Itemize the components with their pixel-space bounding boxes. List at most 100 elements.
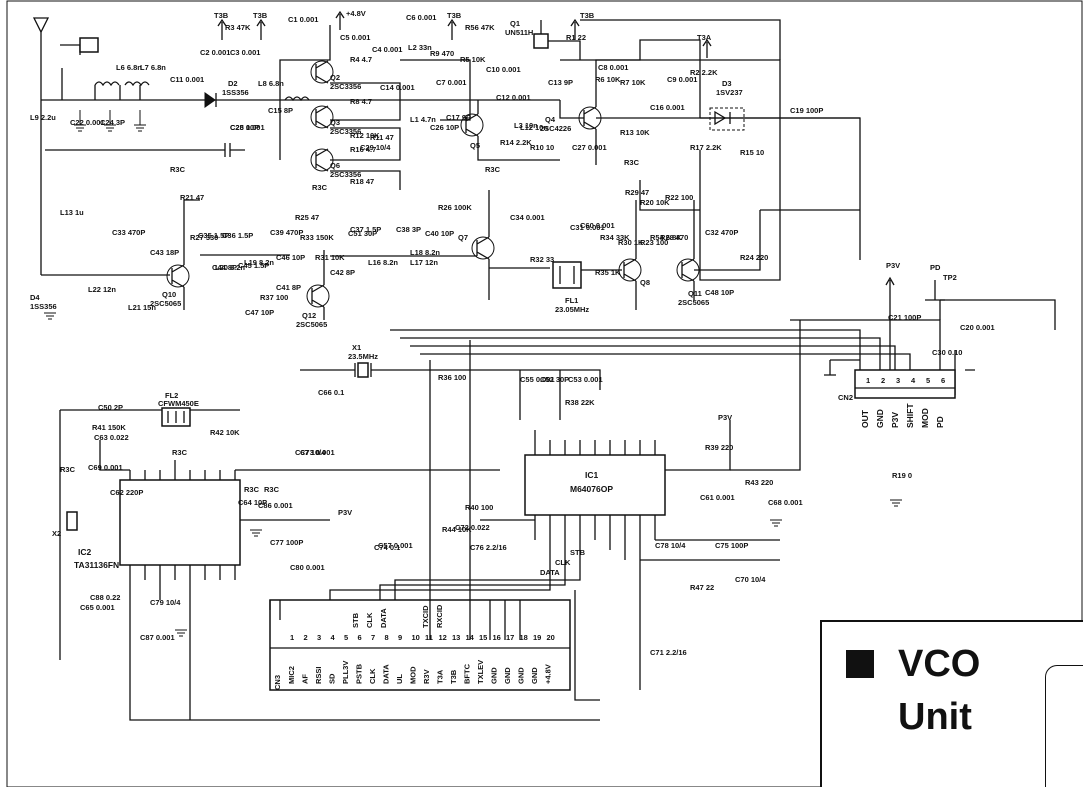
resistor-label-16: R16 4.7 bbox=[350, 145, 376, 154]
inductor-label-15: L21 15n bbox=[128, 303, 156, 312]
cn3-pin-9: 9 bbox=[398, 633, 402, 642]
r3c-label-8: R3C bbox=[264, 485, 280, 494]
cn3-label-3: RSSI bbox=[314, 666, 323, 684]
capacitor-label-65: C72 0.022 bbox=[455, 523, 490, 532]
inductor-label-13: L19 8.2n bbox=[244, 258, 274, 267]
cn3-label-10: MOD bbox=[409, 666, 418, 684]
capacitor-label-37: C39 470P bbox=[270, 228, 303, 237]
cn3-pin-19: 19 bbox=[533, 633, 541, 642]
ic1-stb-label: STB bbox=[570, 548, 586, 557]
pd-label: PD bbox=[930, 263, 941, 272]
capacitor-label-44: C46 10P bbox=[276, 253, 305, 262]
capacitor-label-18: C19 100P bbox=[790, 106, 823, 115]
resistor-label-7: R7 10K bbox=[620, 78, 646, 87]
capacitor-label-13: C13 9P bbox=[548, 78, 573, 87]
capacitor-label-38: C40 10P bbox=[425, 229, 454, 238]
resistor-label-15: R15 10 bbox=[740, 148, 764, 157]
resistor-label-5: R5 10K bbox=[460, 55, 486, 64]
cn3-pin-11: 11 bbox=[425, 633, 433, 642]
inductor-label-7: L9 2.2u bbox=[30, 113, 56, 122]
ic1-ref: IC1 bbox=[585, 470, 599, 480]
t3b-flag-1 bbox=[217, 18, 227, 40]
capacitor-label-9: C9 0.001 bbox=[667, 75, 697, 84]
resistor-label-44: R44 10K bbox=[442, 525, 472, 534]
capacitor-label-58: C65 0.001 bbox=[80, 603, 115, 612]
q10-label: Q10 bbox=[162, 290, 176, 299]
capacitor-label-52: C57 0.001 bbox=[378, 541, 413, 550]
cn3-label-6: PSTB bbox=[355, 663, 364, 684]
resistor-label-28: R28 470 bbox=[660, 233, 688, 242]
cn3-label-11: R3V bbox=[422, 669, 431, 684]
resistor-label-37: R37 100 bbox=[260, 293, 288, 302]
capacitor-label-47: C50 2P bbox=[98, 403, 123, 412]
bus-clk-label: CLK bbox=[365, 612, 374, 628]
cn3-pin-14: 14 bbox=[466, 633, 475, 642]
capacitor-label-25: C27 0.001 bbox=[572, 143, 607, 152]
capacitor-label-60: C67 10/4 bbox=[295, 448, 326, 457]
capacitor-label-53: C60 0.001 bbox=[580, 221, 615, 230]
q6-part: 2SC3356 bbox=[330, 170, 361, 179]
capacitor-label-31: C33 470P bbox=[112, 228, 145, 237]
cn3-label-1: MIC2 bbox=[287, 666, 296, 684]
antenna-icon bbox=[32, 17, 50, 100]
resistor-label-8: R8 4.7 bbox=[350, 97, 372, 106]
ic2-ref: IC2 bbox=[78, 547, 92, 557]
inductor-label-3: L3 10n bbox=[514, 121, 538, 130]
inductor-label-4: L6 6.8n bbox=[116, 63, 142, 72]
capacitor-label-56: C63 0.022 bbox=[94, 433, 129, 442]
cn2-pin-2: 2 bbox=[881, 376, 885, 385]
cn3-pin-2: 2 bbox=[304, 633, 308, 642]
resistor-label-13: R13 10K bbox=[620, 128, 650, 137]
bus-rxcid-label: RXCID bbox=[435, 604, 444, 628]
cn3-pin-5: 5 bbox=[344, 633, 348, 642]
resistor-label-21: R21 47 bbox=[180, 193, 204, 202]
resistor-label-20: R20 10K bbox=[640, 198, 670, 207]
resistor-label-23: R23 100 bbox=[640, 238, 668, 247]
plus48-label: +4.8V bbox=[346, 9, 366, 18]
resistor-label-25: R25 47 bbox=[295, 213, 319, 222]
t3b-flag-4 bbox=[570, 18, 580, 40]
resistor-label-4: R4 4.7 bbox=[350, 55, 372, 64]
r3c-label-4: R3C bbox=[624, 158, 640, 167]
p3v-label-1: P3V bbox=[886, 261, 900, 270]
ic2-part: TA31136FN bbox=[74, 560, 119, 570]
capacitor-label-32: C34 0.001 bbox=[510, 213, 545, 222]
capacitor-label-39: C41 8P bbox=[276, 283, 301, 292]
inductor-label-5: L7 6.8n bbox=[140, 63, 166, 72]
t3b-flag-2 bbox=[256, 18, 266, 40]
cn3-label-17: GND bbox=[503, 667, 512, 684]
crystal-x2-icon bbox=[66, 511, 78, 531]
r3c-label-2: R3C bbox=[312, 183, 328, 192]
cn2-label-gnd: GND bbox=[875, 409, 885, 428]
r3c-label-5: R3C bbox=[60, 465, 76, 474]
resistor-label-36: R36 100 bbox=[438, 373, 466, 382]
cn3-pin-1: 1 bbox=[290, 633, 294, 642]
resistor-label-34: R34 33K bbox=[600, 233, 630, 242]
cn3-pin-8: 8 bbox=[385, 633, 389, 642]
resistor-label-45: R47 22 bbox=[690, 583, 714, 592]
capacitor-label-2: C2 0.001 bbox=[200, 48, 230, 57]
bus-txcid-label: TXCID bbox=[421, 605, 430, 628]
capacitor-label-63: C70 10/4 bbox=[735, 575, 766, 584]
q2-part: 2SC3356 bbox=[330, 82, 361, 91]
cn2-label-pd: PD bbox=[935, 416, 945, 428]
cn3-label-2: AF bbox=[301, 674, 310, 684]
t3a-label: T3A bbox=[697, 33, 712, 42]
transistor-q3-icon bbox=[310, 105, 334, 129]
capacitor-label-57: C64 10P bbox=[238, 498, 267, 507]
resistor-label-43: R43 220 bbox=[745, 478, 773, 487]
capacitor-label-48: C51 30P bbox=[348, 229, 377, 238]
r3c-label-1: R3C bbox=[170, 165, 186, 174]
varactor-d3-box bbox=[709, 107, 745, 131]
t3b-label-1: T3B bbox=[214, 11, 229, 20]
resistor-label-38: R38 22K bbox=[565, 398, 595, 407]
capacitor-label-36: C38 3P bbox=[396, 225, 421, 234]
q12-part: 2SC5065 bbox=[296, 320, 327, 329]
resistor-label-33: R33 150K bbox=[300, 233, 334, 242]
cn3-label-13: T3B bbox=[449, 669, 458, 684]
cn3-label-15: TXLEV bbox=[476, 660, 485, 684]
cn2-label-p3v: P3V bbox=[890, 412, 900, 428]
cn2-pin-6: 6 bbox=[941, 376, 945, 385]
cn3-label-20: +4.8V bbox=[544, 664, 553, 684]
capacitor-label-30: C32 470P bbox=[705, 228, 738, 237]
